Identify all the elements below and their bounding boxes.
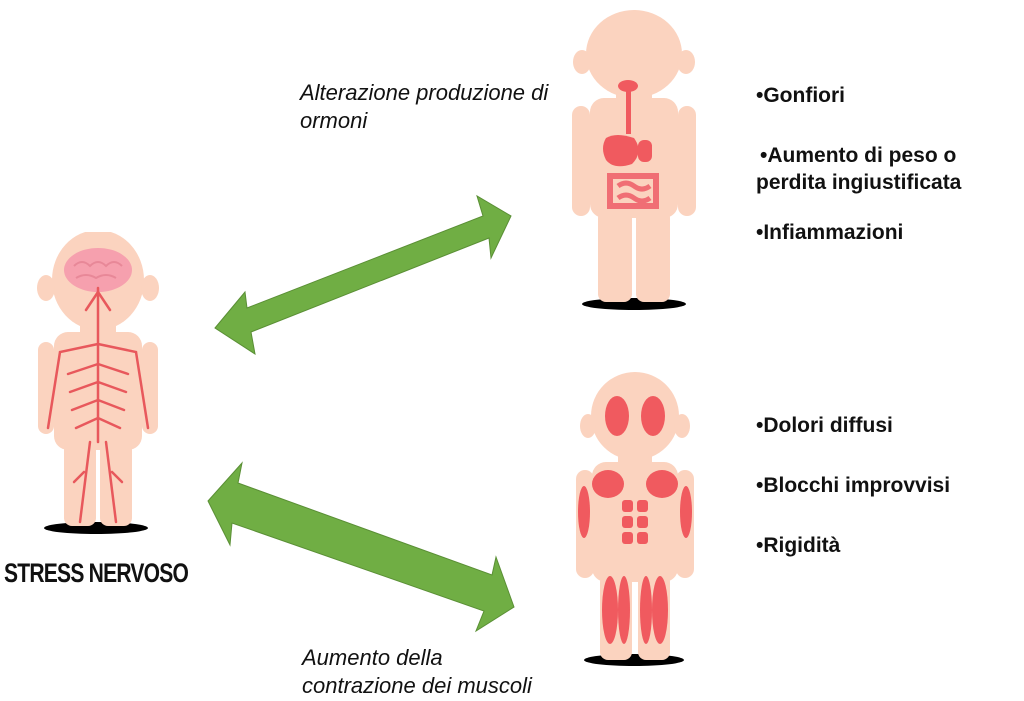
figure-shadow	[44, 522, 148, 534]
hormone-caption-line1: Alterazione produzione di	[300, 80, 549, 105]
hormone-arrow	[214, 194, 512, 356]
muscle-effects-list: •Dolori diffusi •Blocchi improvvisi •Rig…	[756, 412, 950, 559]
muscle-caption: Aumento della contrazione dei muscoli	[302, 644, 532, 700]
muscle-caption-line2: contrazione dei muscoli	[302, 673, 532, 698]
stress-label: STRESS NERVOSO	[4, 558, 189, 588]
effect-item: •Dolori diffusi	[756, 414, 893, 437]
hormone-effects-list: •Gonfiori •Aumento di peso o perdita ing…	[756, 82, 961, 246]
hormone-caption-line2: ormoni	[300, 108, 368, 133]
effect-item: •Gonfiori	[756, 84, 846, 107]
organs-figure	[572, 10, 696, 310]
effect-item: •Aumento di peso o	[760, 144, 957, 167]
effect-item: •Rigidità	[756, 534, 841, 557]
muscle-arrow	[207, 461, 515, 633]
muscles-figure	[576, 372, 694, 666]
effect-item: •Blocchi improvvisi	[756, 474, 951, 497]
nerves-icon	[46, 286, 150, 524]
nervous-system-figure	[37, 232, 159, 534]
hormone-caption: Alterazione produzione di ormoni	[300, 79, 548, 135]
effect-item: •Infiammazioni	[756, 221, 904, 244]
figure-shadow	[582, 298, 686, 310]
organs-icon	[603, 80, 659, 209]
muscles-icon	[578, 396, 692, 644]
brain-icon	[64, 248, 132, 292]
muscle-caption-line1: Aumento della	[302, 645, 443, 670]
effect-item: perdita ingiustificata	[756, 171, 962, 194]
